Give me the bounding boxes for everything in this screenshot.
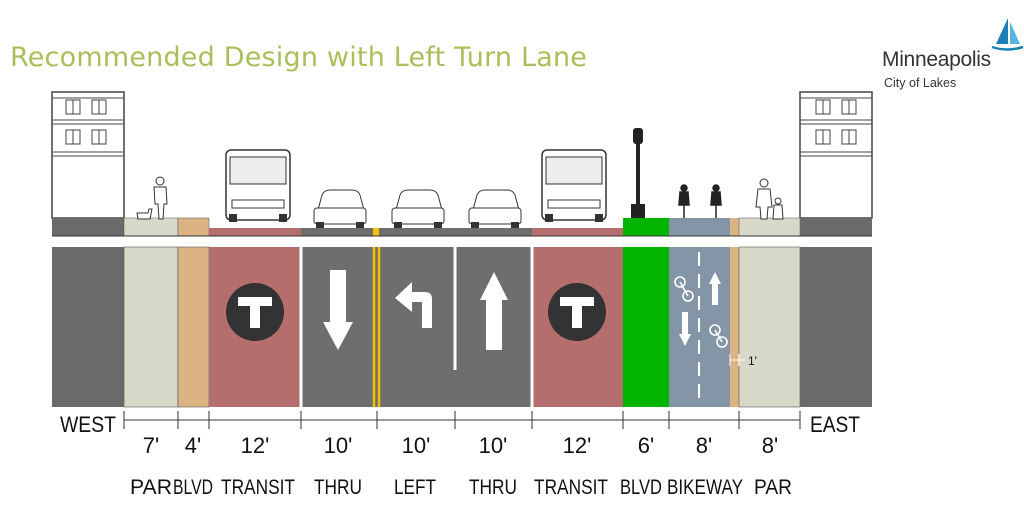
down-arrow-icon bbox=[323, 270, 353, 350]
buffer-label: 1' bbox=[748, 354, 757, 368]
up-arrow-icon bbox=[480, 272, 508, 350]
bike-symbol-icon bbox=[674, 276, 728, 348]
lane-type-blvd-east: BLVD bbox=[620, 476, 662, 499]
lane-type-left: LEFT bbox=[394, 476, 436, 499]
bike-lane-down-arrow-icon bbox=[679, 312, 691, 346]
elevation-strip bbox=[52, 217, 872, 237]
lane-width-blvd-west: 4' bbox=[185, 433, 201, 458]
lane-width-blvd-east: 6' bbox=[638, 433, 654, 458]
lane-width-transit-west: 12' bbox=[241, 433, 270, 458]
left-turn-arrow-icon bbox=[395, 282, 432, 328]
lane-type-blvd-west: BLVD bbox=[173, 476, 213, 499]
page-title: Recommended Design with Left Turn Lane bbox=[10, 42, 588, 73]
lane-type-thru-east: THRU bbox=[469, 476, 517, 499]
bus-west-icon bbox=[225, 149, 291, 222]
lane-width-left: 10' bbox=[402, 433, 431, 458]
sailboat-logo-icon bbox=[991, 18, 1024, 51]
lane-type-par-west: PAR bbox=[130, 476, 172, 499]
west-building bbox=[51, 91, 125, 219]
buffer-dimension bbox=[729, 354, 745, 366]
lane-width-par-west: 7' bbox=[143, 433, 159, 458]
lane-width-thru-east: 10' bbox=[479, 433, 508, 458]
lane-width-thru-west: 10' bbox=[324, 433, 353, 458]
lane-type-bikeway: BIKEWAY bbox=[667, 476, 743, 499]
west-label: WEST bbox=[60, 412, 116, 437]
street-lamp-icon bbox=[631, 128, 645, 218]
pedestrian-with-dog-icon bbox=[136, 176, 168, 220]
east-label: EAST bbox=[810, 412, 860, 437]
lane-type-par-east: PAR bbox=[754, 476, 792, 499]
cyclist-icon bbox=[678, 184, 722, 218]
lane-width-bikeway: 8' bbox=[696, 433, 712, 458]
lane-width-par-east: 8' bbox=[762, 433, 778, 458]
bike-lane-up-arrow-icon bbox=[709, 272, 721, 305]
transit-logo-east-icon bbox=[548, 283, 606, 341]
lane-width-labels: 7' 4' 12' 10' 10' 10' 12' 6' 8' 8' bbox=[143, 433, 778, 458]
car-thru-east-icon bbox=[468, 189, 522, 228]
logo-name: Minneapolis bbox=[882, 48, 991, 71]
dimension-line bbox=[123, 411, 801, 429]
minneapolis-logo: Minneapolis City of Lakes bbox=[882, 16, 1024, 96]
pedestrian-family-icon bbox=[755, 178, 784, 220]
car-thru-west-icon bbox=[313, 189, 367, 228]
lane-type-thru-west: THRU bbox=[314, 476, 362, 499]
east-building bbox=[799, 91, 873, 219]
lane-width-transit-east: 12' bbox=[563, 433, 592, 458]
road-plan bbox=[52, 246, 872, 408]
transit-logo-west-icon bbox=[226, 283, 284, 341]
lane-type-transit-west: TRANSIT bbox=[221, 476, 295, 499]
lane-type-labels: PAR BLVD TRANSIT THRU LEFT THRU TRANSIT … bbox=[130, 476, 792, 499]
logo-tagline: City of Lakes bbox=[884, 76, 957, 90]
bus-east-icon bbox=[541, 149, 607, 222]
lane-type-transit-east: TRANSIT bbox=[534, 476, 608, 499]
car-left-turn-icon bbox=[391, 189, 445, 228]
